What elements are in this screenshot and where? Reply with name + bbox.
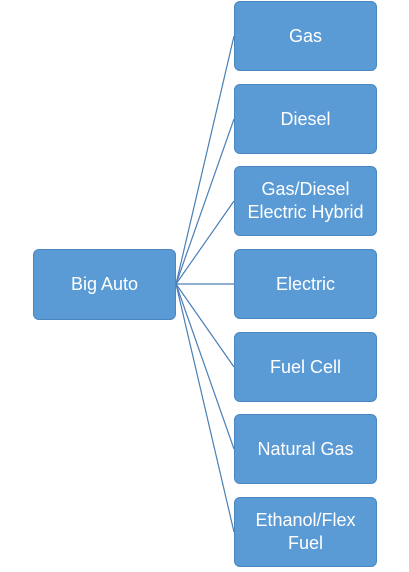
child-node-diesel: Diesel <box>234 84 377 154</box>
child-node-gas-diesel-electric-hybrid: Gas/Diesel Electric Hybrid <box>234 166 377 236</box>
child-node-label: Fuel Cell <box>269 356 342 377</box>
child-node-fuel-cell: Fuel Cell <box>234 332 377 402</box>
child-node-label: Electric <box>275 273 335 294</box>
connector-natural-gas <box>175 283 235 450</box>
connector-fuel-cell <box>175 283 235 368</box>
child-node-label: Gas <box>288 25 322 46</box>
connector-ethanol <box>175 283 235 533</box>
root-node-big-auto: Big Auto <box>33 249 176 320</box>
child-node-gas: Gas <box>234 1 377 71</box>
child-node-label: Diesel <box>280 108 331 129</box>
child-node-electric: Electric <box>234 249 377 319</box>
root-node-label: Big Auto <box>70 274 139 294</box>
connector-gas <box>175 35 235 285</box>
child-node-label: Gas/Diesel Electric Hybrid <box>247 179 364 222</box>
child-node-label: Natural Gas <box>257 438 354 459</box>
child-node-natural-gas: Natural Gas <box>234 414 377 484</box>
child-node-label: Ethanol/Flex Fuel <box>255 510 356 553</box>
child-node-ethanol-flex-fuel: Ethanol/Flex Fuel <box>234 497 377 567</box>
connector-hybrid <box>175 200 235 285</box>
connector-diesel <box>175 118 235 285</box>
